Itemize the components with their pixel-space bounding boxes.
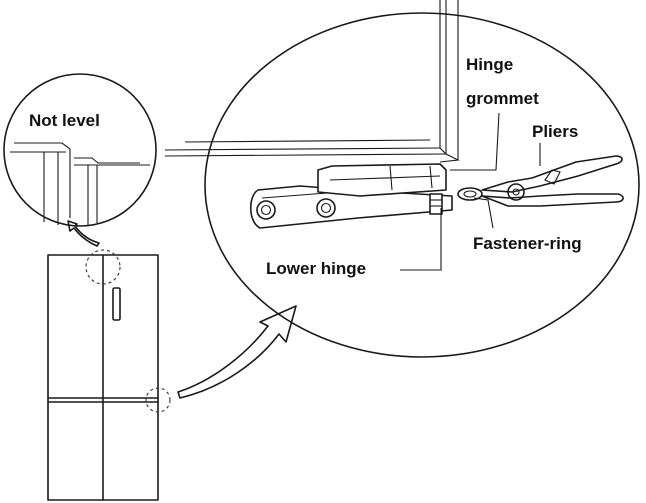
lower-hinge-label: Lower hinge	[266, 259, 366, 278]
pliers	[481, 155, 624, 207]
pliers-pivot	[507, 183, 525, 201]
right-door-top-edge	[74, 157, 140, 164]
hinge-grommet-leader	[450, 112, 500, 171]
door-bottom-edge-1	[164, 147, 441, 151]
hinge-screw-hole-1	[256, 200, 276, 220]
hinge-grommet-label-line1: Hinge	[466, 55, 513, 74]
refrigerator-display-handle	[112, 287, 121, 321]
lower-hinge-leader	[400, 208, 442, 271]
not-level-circle	[3, 73, 157, 227]
arrow-to-hinge-view	[177, 305, 297, 399]
lower-hinge-bracket	[249, 185, 453, 229]
hinge-grommet-label-line2: grommet	[466, 89, 539, 108]
hinge-detail	[164, 0, 640, 358]
door-bottom-edge-3	[184, 139, 431, 143]
hinge-pin	[429, 193, 443, 215]
pliers-label: Pliers	[532, 122, 578, 141]
fastener-ring-label: Fastener-ring	[473, 234, 582, 253]
pliers-upper-handle	[481, 155, 623, 193]
not-level-detail: Not level	[3, 73, 157, 227]
door-bottom-edge-2	[164, 153, 447, 157]
fastener-ring-leader	[473, 197, 494, 229]
pliers-lower-handle	[481, 193, 624, 207]
fastener-ring	[457, 187, 483, 201]
not-level-label: Not level	[29, 111, 100, 130]
arrow-to-not-level-view	[67, 220, 100, 247]
callout-lines	[400, 112, 541, 271]
hinge-detail-oval	[204, 12, 640, 358]
top-hinge-focus-circle	[85, 249, 121, 285]
hinge-screw-hole-2	[316, 198, 336, 218]
hinge-block	[317, 163, 447, 197]
refrigerator	[47, 254, 159, 501]
left-door-top-edge	[14, 142, 71, 218]
lower-hinge-focus-circle	[145, 387, 171, 413]
